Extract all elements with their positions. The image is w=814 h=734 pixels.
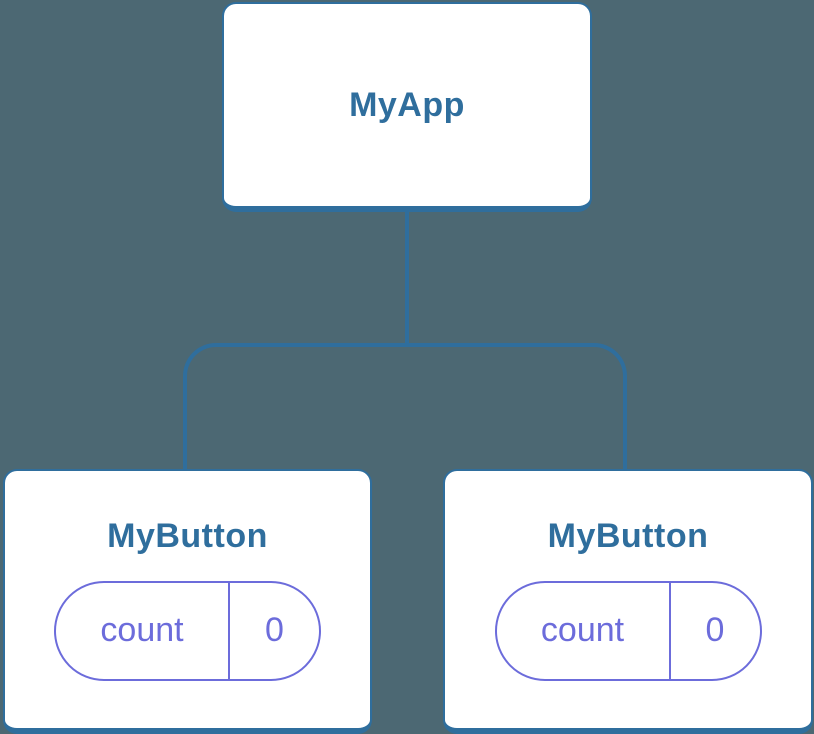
child-1-state-name: count <box>56 582 230 679</box>
child-2-state-name: count <box>497 582 671 679</box>
child-1-state-value: 0 <box>265 611 284 649</box>
root-node-label: MyApp <box>349 86 465 124</box>
child-1-node-label: MyButton <box>107 516 268 555</box>
tree-node-root: MyApp <box>222 2 592 212</box>
child-2-state-pill: count 0 <box>494 580 762 681</box>
child-1-state-pill: count 0 <box>54 580 321 681</box>
connector-branch <box>183 343 627 470</box>
tree-node-child-1: MyButton count 0 <box>3 469 372 734</box>
connector-stem <box>405 212 409 347</box>
child-2-node-label: MyButton <box>547 516 709 555</box>
tree-node-child-2: MyButton count 0 <box>443 469 813 734</box>
child-2-state-value: 0 <box>705 611 725 649</box>
